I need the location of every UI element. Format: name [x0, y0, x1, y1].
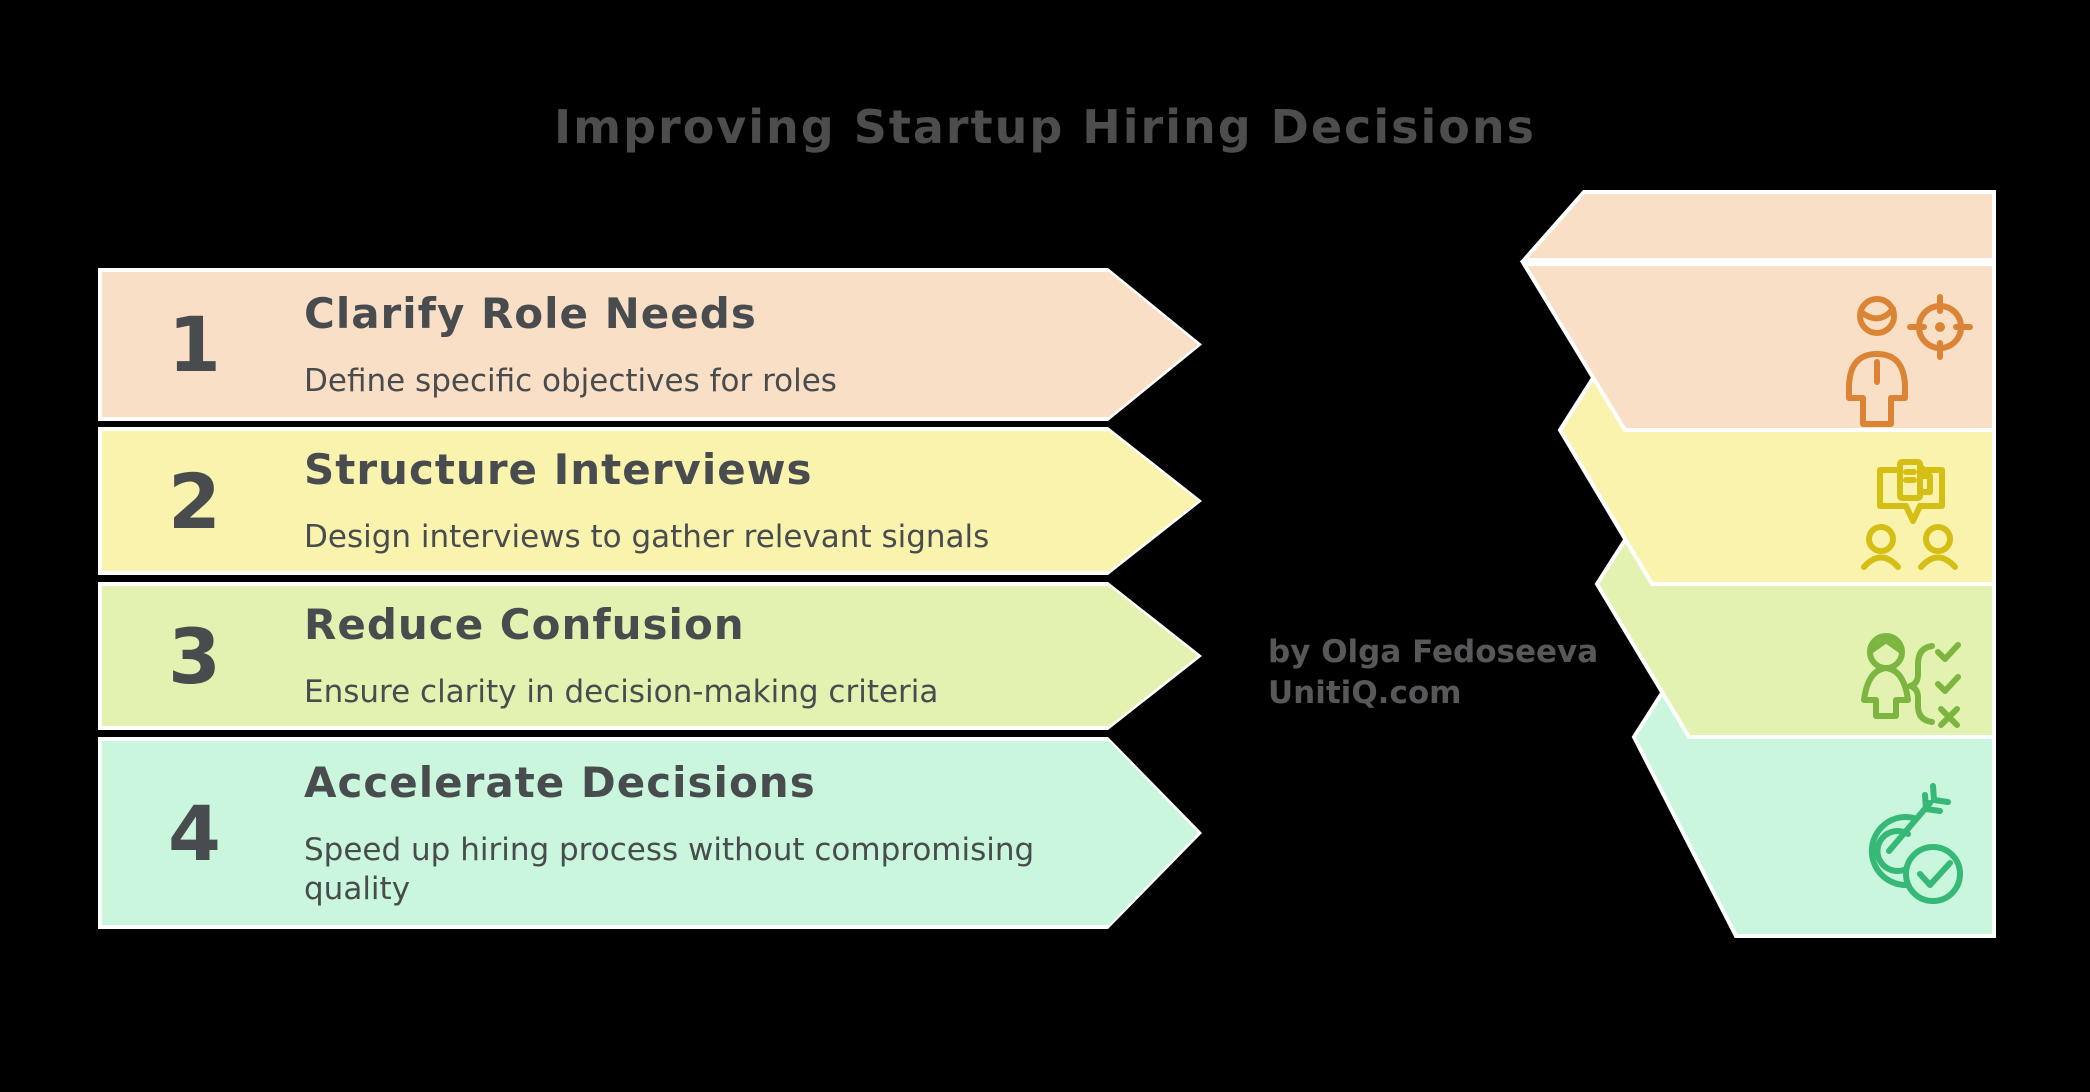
page-title: Improving Startup Hiring Decisions — [554, 100, 1536, 154]
step-number: 1 — [168, 300, 221, 389]
step-banner-4-fill: 4 Accelerate Decisions Speed up hiring p… — [102, 741, 1198, 925]
step-description: Design interviews to gather relevant sig… — [304, 519, 990, 556]
step-description: Speed up hiring process without compromi… — [304, 831, 1035, 907]
credit-site: UnitiQ.com — [1268, 674, 1462, 711]
credit-text: by Olga Fedoseeva UnitiQ.com — [1268, 632, 1598, 714]
step-banner-3: 3 Reduce Confusion Ensure clarity in dec… — [98, 582, 1202, 730]
step-banner-2-fill: 2 Structure Interviews Design interviews… — [102, 431, 1198, 571]
step-texts: Structure Interviews Design interviews t… — [304, 445, 989, 557]
step-banner-4: 4 Accelerate Decisions Speed up hiring p… — [98, 737, 1202, 929]
step-number: 2 — [168, 456, 221, 546]
step-title: Accelerate Decisions — [304, 757, 816, 807]
step-texts: Clarify Role Needs Define specific objec… — [304, 289, 837, 401]
step-title: Clarify Role Needs — [304, 288, 757, 338]
target-check-icon — [1868, 783, 1963, 904]
step-banner-1: 1 Clarify Role Needs Define specific obj… — [98, 268, 1202, 421]
step-number: 3 — [168, 611, 221, 701]
step-title: Structure Interviews — [304, 445, 813, 495]
step-description: Ensure clarity in decision-making criter… — [304, 674, 939, 711]
step-texts: Reduce Confusion Ensure clarity in decis… — [304, 600, 938, 712]
step-texts: Accelerate Decisions Speed up hiring pro… — [304, 758, 1134, 909]
step-description: Define specific objectives for roles — [304, 362, 837, 399]
ribbon-band-1 — [1520, 262, 1996, 432]
step-title: Reduce Confusion — [304, 600, 745, 650]
ribbon-band-header — [1519, 190, 1996, 262]
person-target-icon — [1846, 294, 1973, 427]
step-banner-3-fill: 3 Reduce Confusion Ensure clarity in dec… — [102, 586, 1198, 726]
person-checklist-icon — [1861, 633, 1961, 728]
credit-author: by Olga Fedoseeva — [1268, 634, 1599, 670]
step-number: 4 — [168, 788, 221, 878]
conversation-document-icon — [1861, 459, 1958, 570]
step-banner-2: 2 Structure Interviews Design interviews… — [98, 427, 1202, 575]
step-banner-1-fill: 1 Clarify Role Needs Define specific obj… — [102, 272, 1198, 417]
